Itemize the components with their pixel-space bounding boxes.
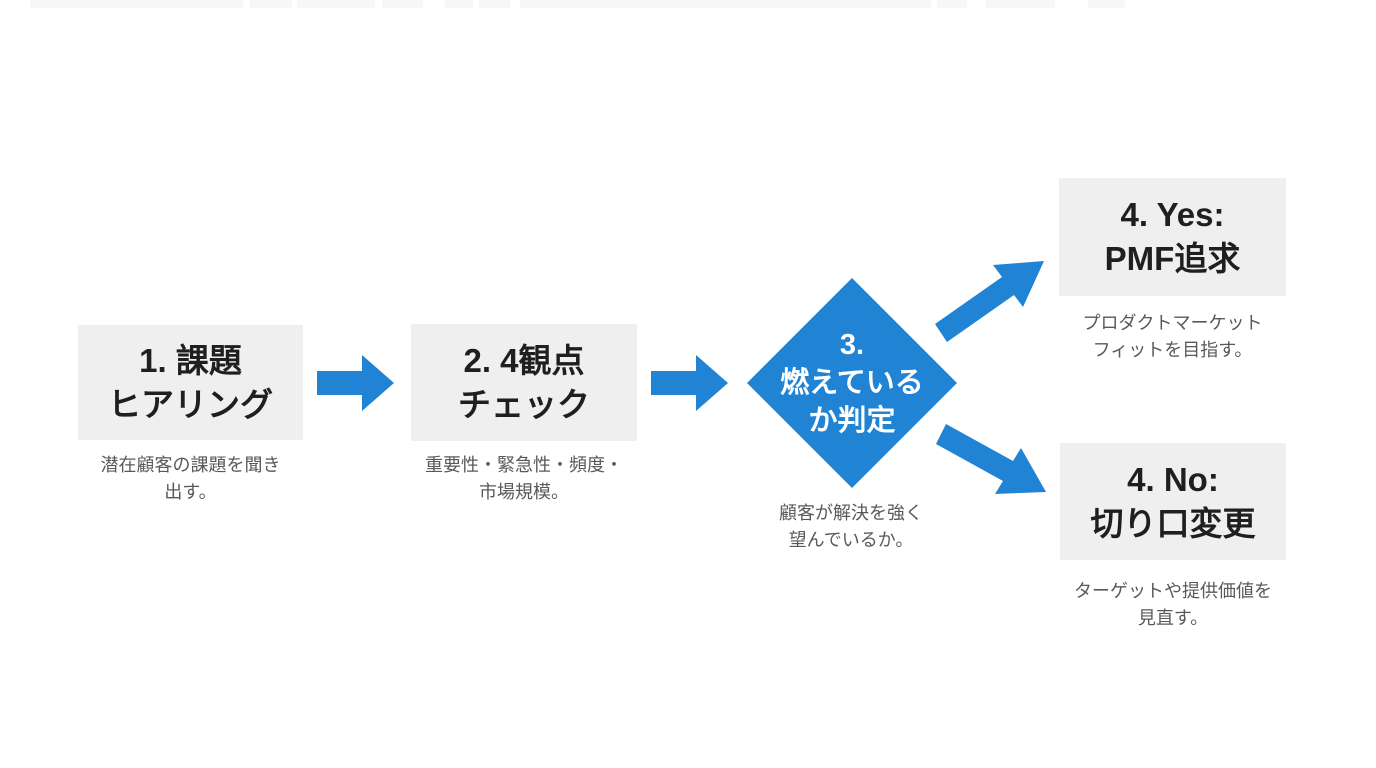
step1-caption: 潜在顧客の課題を聞き 出す。 — [48, 452, 333, 506]
decision-title-line2: 燃えている — [780, 367, 924, 399]
clipped-edge-artifact — [479, 0, 510, 8]
clipped-edge-artifact — [30, 0, 243, 8]
yes-caption: プロダクトマーケット フィットを目指す。 — [1044, 310, 1301, 364]
no-caption-line1: ターゲットや提供価値を — [1074, 581, 1272, 601]
yes-caption-line2: フィットを目指す。 — [1092, 340, 1253, 360]
clipped-edge-artifact — [520, 0, 931, 8]
decision-caption-line1: 顧客が解決を強く — [779, 503, 923, 523]
step1-title-line1: 1. 課題 — [139, 341, 242, 379]
clipped-edge-artifact — [986, 0, 1055, 8]
arrow-down-right-icon — [936, 424, 1046, 494]
no-caption: ターゲットや提供価値を 見直す。 — [1045, 578, 1301, 632]
arrow-right-icon — [651, 355, 728, 411]
clipped-edge-artifact — [250, 0, 292, 8]
decision-title-line3: か判定 — [808, 405, 896, 437]
yes-box: 4. Yes: PMF追求 — [1059, 178, 1286, 296]
decision-caption-line2: 望んでいるか。 — [788, 530, 914, 550]
step2-caption-line2: 市場規模。 — [479, 482, 569, 502]
step2-title-line2: チェック — [458, 385, 590, 423]
step1-box: 1. 課題 ヒアリング — [78, 325, 303, 440]
yes-title-line2: PMF追求 — [1104, 240, 1241, 277]
decision-caption: 顧客が解決を強く 望んでいるか。 — [731, 500, 971, 554]
step2-title-line1: 2. 4観点 — [463, 341, 585, 379]
step1-caption-line2: 出す。 — [164, 482, 217, 502]
step2-caption: 重要性・緊急性・頻度・ 市場規模。 — [381, 452, 667, 506]
no-caption-line2: 見直す。 — [1137, 608, 1209, 628]
no-title-line1: 4. No: — [1127, 460, 1219, 498]
step1-title-line2: ヒアリング — [108, 385, 273, 423]
decision-diamond — [747, 278, 957, 488]
clipped-edge-artifact — [297, 0, 375, 8]
clipped-edge-artifact — [445, 0, 473, 8]
clipped-edge-artifact — [382, 0, 423, 8]
yes-caption-line1: プロダクトマーケット — [1082, 313, 1263, 333]
decision-title-line1: 3. — [839, 329, 865, 361]
no-box: 4. No: 切り口変更 — [1060, 443, 1286, 560]
step2-caption-line1: 重要性・緊急性・頻度・ — [425, 455, 623, 475]
clipped-edge-artifact — [1088, 0, 1125, 8]
step2-box: 2. 4観点 チェック — [411, 324, 637, 441]
clipped-top-edge — [0, 0, 1376, 8]
yes-title-line1: 4. Yes: — [1120, 196, 1225, 233]
no-title-line2: 切り口変更 — [1090, 504, 1256, 542]
step1-caption-line1: 潜在顧客の課題を聞き — [100, 455, 281, 475]
arrow-right-icon — [317, 355, 394, 411]
decision-label: 3. 燃えている か判定 — [752, 326, 952, 440]
clipped-edge-artifact — [937, 0, 967, 8]
arrow-up-right-icon — [935, 261, 1044, 342]
